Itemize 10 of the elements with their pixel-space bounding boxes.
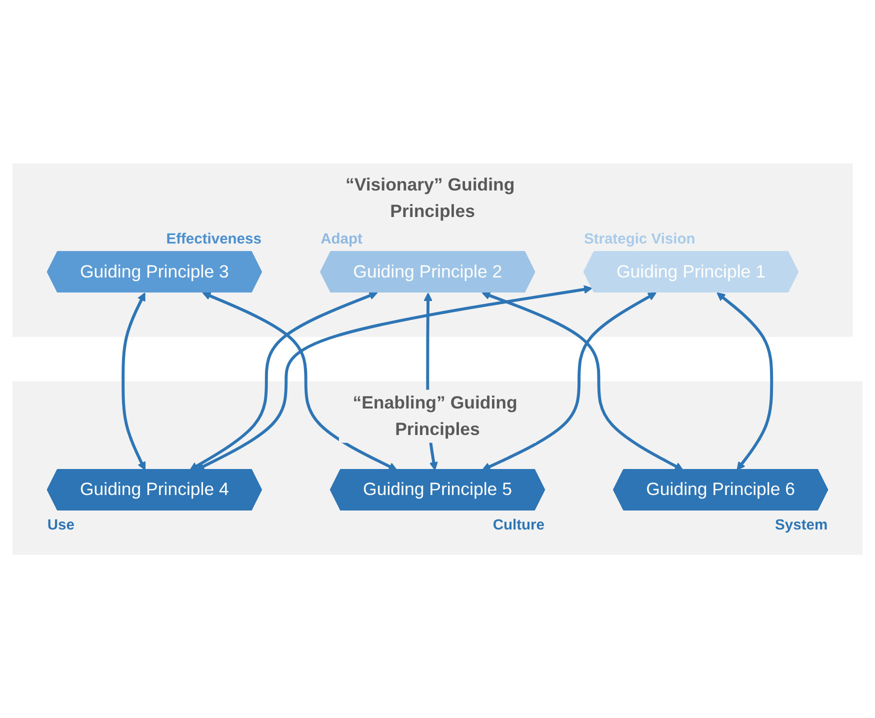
principle-caption: Effectiveness: [166, 232, 262, 248]
principle-caption: Use: [47, 518, 74, 534]
arrow: [190, 291, 378, 470]
arrow: [716, 292, 774, 470]
arrow: [202, 292, 398, 470]
principle-caption: Culture: [492, 518, 545, 534]
principle-caption: System: [775, 518, 828, 534]
principle-caption: Strategic Vision: [584, 232, 696, 248]
arrow: [122, 292, 146, 470]
principle-caption: Adapt: [320, 232, 362, 248]
